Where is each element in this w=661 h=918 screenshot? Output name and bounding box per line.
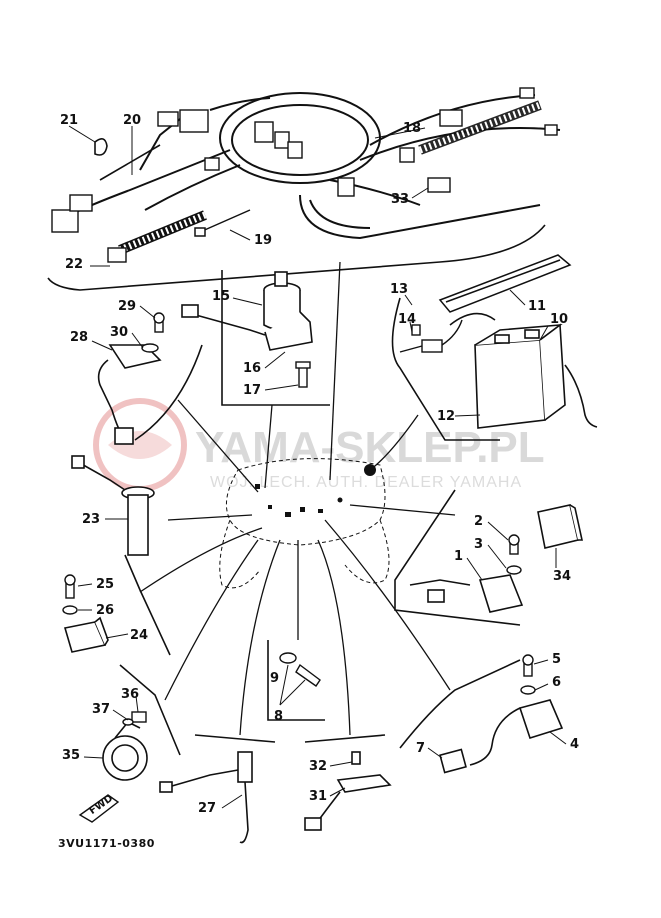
part-label-13: 13 (390, 282, 408, 297)
watermark-brand: YAMA-SKLEP.PL (195, 423, 545, 472)
part-label-2: 2 (474, 514, 483, 529)
part-label-14: 14 (398, 312, 416, 327)
main-switch-15-16 (181, 271, 313, 351)
part-label-23: 23 (82, 512, 100, 527)
part-label-6: 6 (552, 675, 561, 690)
switch-31-32 (304, 751, 392, 831)
part-label-36: 36 (121, 687, 139, 702)
part-label-7: 7 (416, 741, 425, 756)
screw-8-9 (279, 652, 321, 687)
screw-29-30 (141, 312, 165, 353)
part-label-29: 29 (118, 299, 136, 314)
bolt-17 (295, 361, 311, 388)
frame-outline (219, 458, 390, 589)
watermark-tagline: WOJ. LECH. AUTH. DEALER YAMAHA (210, 474, 522, 491)
part-label-24: 24 (130, 628, 148, 643)
part-label-30: 30 (110, 325, 128, 340)
grouping-lines (47, 224, 546, 756)
part-label-12: 12 (437, 409, 455, 424)
part-label-1: 1 (454, 549, 463, 564)
regulator-34 (537, 504, 583, 549)
part-label-15: 15 (212, 289, 230, 304)
part-label-31: 31 (309, 789, 327, 804)
reference-code: 3VU1171-0380 (58, 837, 155, 850)
battery-band-11 (438, 254, 572, 313)
part-label-16: 16 (243, 361, 261, 376)
part-label-21: 21 (60, 113, 78, 128)
part-label-35: 35 (62, 748, 80, 763)
watermark: YAMA-SKLEP.PL WOJ. LECH. AUTH. DEALER YA… (93, 398, 545, 492)
screw-2-3 (506, 534, 522, 575)
part-label-33: 33 (391, 192, 409, 207)
part-label-5: 5 (552, 652, 561, 667)
watermark-logo-icon (93, 398, 187, 492)
cable-tie-22 (107, 210, 207, 263)
main-harness (69, 92, 561, 240)
part-label-26: 26 (96, 603, 114, 618)
neutral-switch-27 (159, 751, 253, 844)
part-label-11: 11 (528, 299, 546, 314)
bolt-36-37 (122, 711, 147, 726)
part-label-20: 20 (123, 113, 141, 128)
part-label-34: 34 (553, 569, 571, 584)
label-pointers (68, 125, 567, 809)
part-label-4: 4 (570, 737, 579, 752)
part-label-9: 9 (270, 671, 279, 686)
part-label-22: 22 (65, 257, 83, 272)
part-label-28: 28 (70, 330, 88, 345)
fwd-arrow: FWD (78, 793, 120, 823)
part-label-25: 25 (96, 577, 114, 592)
screw-5-6 (520, 654, 536, 695)
harness-tape-18 (418, 100, 542, 155)
screw-25-26 (62, 574, 78, 615)
mount-points (255, 464, 376, 517)
harness-connectors (51, 87, 558, 233)
leader-lines (139, 261, 456, 736)
ignition-coil-4 (469, 699, 564, 766)
part-label-10: 10 (550, 312, 568, 327)
part-label-17: 17 (243, 383, 261, 398)
clip-21 (94, 138, 108, 156)
cable-tie-19 (194, 209, 251, 237)
part-label-32: 32 (309, 759, 327, 774)
horn-35 (102, 720, 148, 781)
relay-24 (63, 616, 109, 653)
part-label-27: 27 (198, 801, 216, 816)
rectifier-28 (97, 344, 162, 445)
part-label-18: 18 (403, 121, 421, 136)
part-label-8: 8 (274, 709, 283, 724)
part-number-labels: 1 2 3 4 5 6 7 8 9 10 11 12 13 14 15 16 1… (60, 113, 579, 816)
part-label-3: 3 (474, 537, 483, 552)
battery-10-12 (449, 312, 598, 429)
plug-cap-7 (439, 748, 467, 774)
part-label-37: 37 (92, 702, 110, 717)
band-20 (99, 144, 161, 181)
part-label-19: 19 (254, 233, 272, 248)
flasher-23 (71, 455, 155, 556)
cdi-unit-1 (409, 574, 524, 613)
